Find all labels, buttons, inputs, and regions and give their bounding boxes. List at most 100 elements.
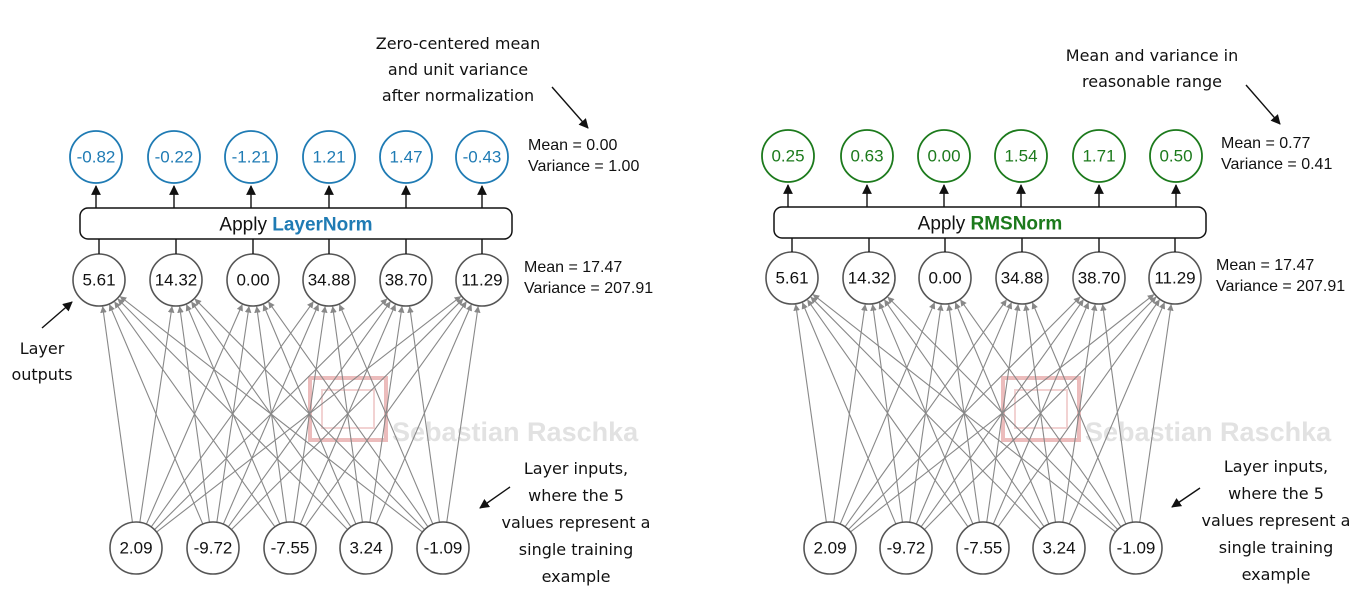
watermark-left: Sebastian Raschka (308, 376, 639, 447)
apply-norm-box: Apply LayerNorm (79, 207, 513, 240)
apply-prefix: Apply (918, 213, 966, 234)
hidden-value: 34.88 (1001, 269, 1044, 288)
input-node: -1.09 (1109, 521, 1163, 575)
output-node: -1.21 (224, 130, 278, 184)
hidden-node: 11.29 (1148, 251, 1202, 305)
connection-edge (375, 304, 472, 525)
connection-edge (793, 304, 827, 523)
hidden-value: 11.29 (1154, 269, 1195, 288)
hidden-value: 34.88 (308, 271, 351, 290)
hidden-value: 0.00 (928, 269, 961, 288)
output-value: 0.63 (850, 147, 883, 166)
connections (793, 294, 1174, 533)
input-value: -7.55 (964, 539, 1003, 558)
input-node: -9.72 (186, 521, 240, 575)
connection-edge (338, 304, 434, 525)
input-value: -9.72 (194, 539, 233, 558)
connection-edge (960, 299, 1122, 528)
connection-edge (100, 306, 133, 523)
hidden-value: 0.00 (236, 271, 269, 290)
input-node: -7.55 (263, 521, 317, 575)
inputs-annotation: Layer inputs, (1224, 457, 1328, 476)
apply-label: Apply LayerNorm (219, 214, 372, 235)
connection-edge (887, 296, 1119, 530)
output-stats: Variance = 0.41 (1221, 156, 1332, 173)
input-value: 2.09 (119, 539, 152, 558)
watermark-right: Sebastian Raschka (1001, 376, 1332, 447)
output-node: 1.71 (1072, 129, 1126, 183)
hidden-value: 38.70 (1078, 269, 1121, 288)
output-value: -0.43 (463, 148, 502, 167)
connection-edge (807, 299, 969, 528)
apply-prefix: Apply (219, 214, 267, 235)
connection-edge (810, 296, 1042, 530)
connection-edge (114, 301, 276, 528)
output-node: -0.82 (69, 130, 123, 184)
hidden-node: 5.61 (72, 253, 126, 307)
output-node: 1.21 (302, 130, 356, 184)
annotation-arrow (41, 301, 73, 329)
watermark-text: Sebastian Raschka (392, 417, 639, 447)
hidden-stats: Variance = 207.91 (1216, 278, 1345, 295)
hidden-value: 11.29 (461, 271, 502, 290)
output-stats: Variance = 1.00 (528, 158, 639, 175)
rmsnorm-panel: 2.09 -9.72 -7.55 3.24 -1.09 5.61 14.32 0.00 34.8… (761, 46, 1350, 584)
input-value: 3.24 (1042, 539, 1075, 558)
inputs-annotation: values represent a (502, 513, 651, 532)
apply-label: Apply RMSNorm (918, 213, 1063, 234)
layer-outputs-annotation: outputs (11, 365, 72, 384)
input-value: -7.55 (271, 539, 310, 558)
inputs-annotation: example (542, 567, 611, 586)
hidden-stats: Mean = 17.47 (524, 259, 622, 276)
hidden-value: 5.61 (775, 269, 808, 288)
hidden-node: 5.61 (765, 251, 819, 305)
connection-edge (812, 294, 1116, 533)
hidden-node: 14.32 (842, 251, 896, 305)
layer-outputs-annotation: Layer (20, 339, 65, 358)
apply-norm-box: Apply RMSNorm (773, 206, 1207, 239)
connection-edge (108, 304, 204, 525)
output-node: 1.54 (994, 129, 1048, 183)
inputs-annotation: single training (1219, 538, 1333, 557)
output-node: 0.00 (917, 129, 971, 183)
output-value: -0.22 (155, 148, 194, 167)
input-node: 3.24 (339, 521, 393, 575)
input-node: 2.09 (109, 521, 163, 575)
layernorm-panel: 2.09 -9.72 -7.55 3.24 -1.09 5.61 14.32 0.00 34.8… (11, 34, 653, 586)
output-value: 1.47 (389, 148, 422, 167)
top-annotation: Zero-centered mean (376, 34, 540, 53)
input-value: -1.09 (424, 539, 463, 558)
top-annotation: after normalization (382, 86, 534, 105)
hidden-node: 11.29 (455, 253, 509, 307)
output-stats: Mean = 0.00 (528, 137, 618, 154)
hidden-node: 34.88 (302, 253, 356, 307)
hidden-node: 34.88 (995, 251, 1049, 305)
output-value: -0.82 (77, 148, 116, 167)
connection-edge (119, 296, 423, 533)
output-value: 0.25 (771, 147, 804, 166)
output-node: 0.25 (761, 129, 815, 183)
connection-edge (330, 306, 363, 523)
connection-edge (446, 306, 481, 523)
output-node: -0.22 (147, 130, 201, 184)
input-node: -9.72 (879, 521, 933, 575)
connection-edge (194, 298, 426, 530)
output-value: -1.21 (232, 148, 271, 167)
annotation-arrow (479, 486, 511, 509)
annotation-arrow (1245, 84, 1281, 125)
apply-method: LayerNorm (272, 214, 372, 235)
top-annotation: Mean and variance in (1066, 46, 1238, 65)
output-value: 1.21 (312, 148, 345, 167)
inputs-annotation: single training (519, 540, 633, 559)
output-node: 0.63 (840, 129, 894, 183)
annotation-arrow (551, 86, 589, 129)
hidden-value: 5.61 (82, 271, 115, 290)
input-node: 3.24 (1032, 521, 1086, 575)
input-node: 2.09 (803, 521, 857, 575)
connection-edge (801, 302, 897, 525)
hidden-node: 38.70 (1072, 251, 1126, 305)
input-value: 2.09 (813, 539, 846, 558)
input-node: -1.09 (416, 521, 470, 575)
output-stats: Mean = 0.77 (1221, 135, 1311, 152)
hidden-value: 14.32 (155, 271, 198, 290)
